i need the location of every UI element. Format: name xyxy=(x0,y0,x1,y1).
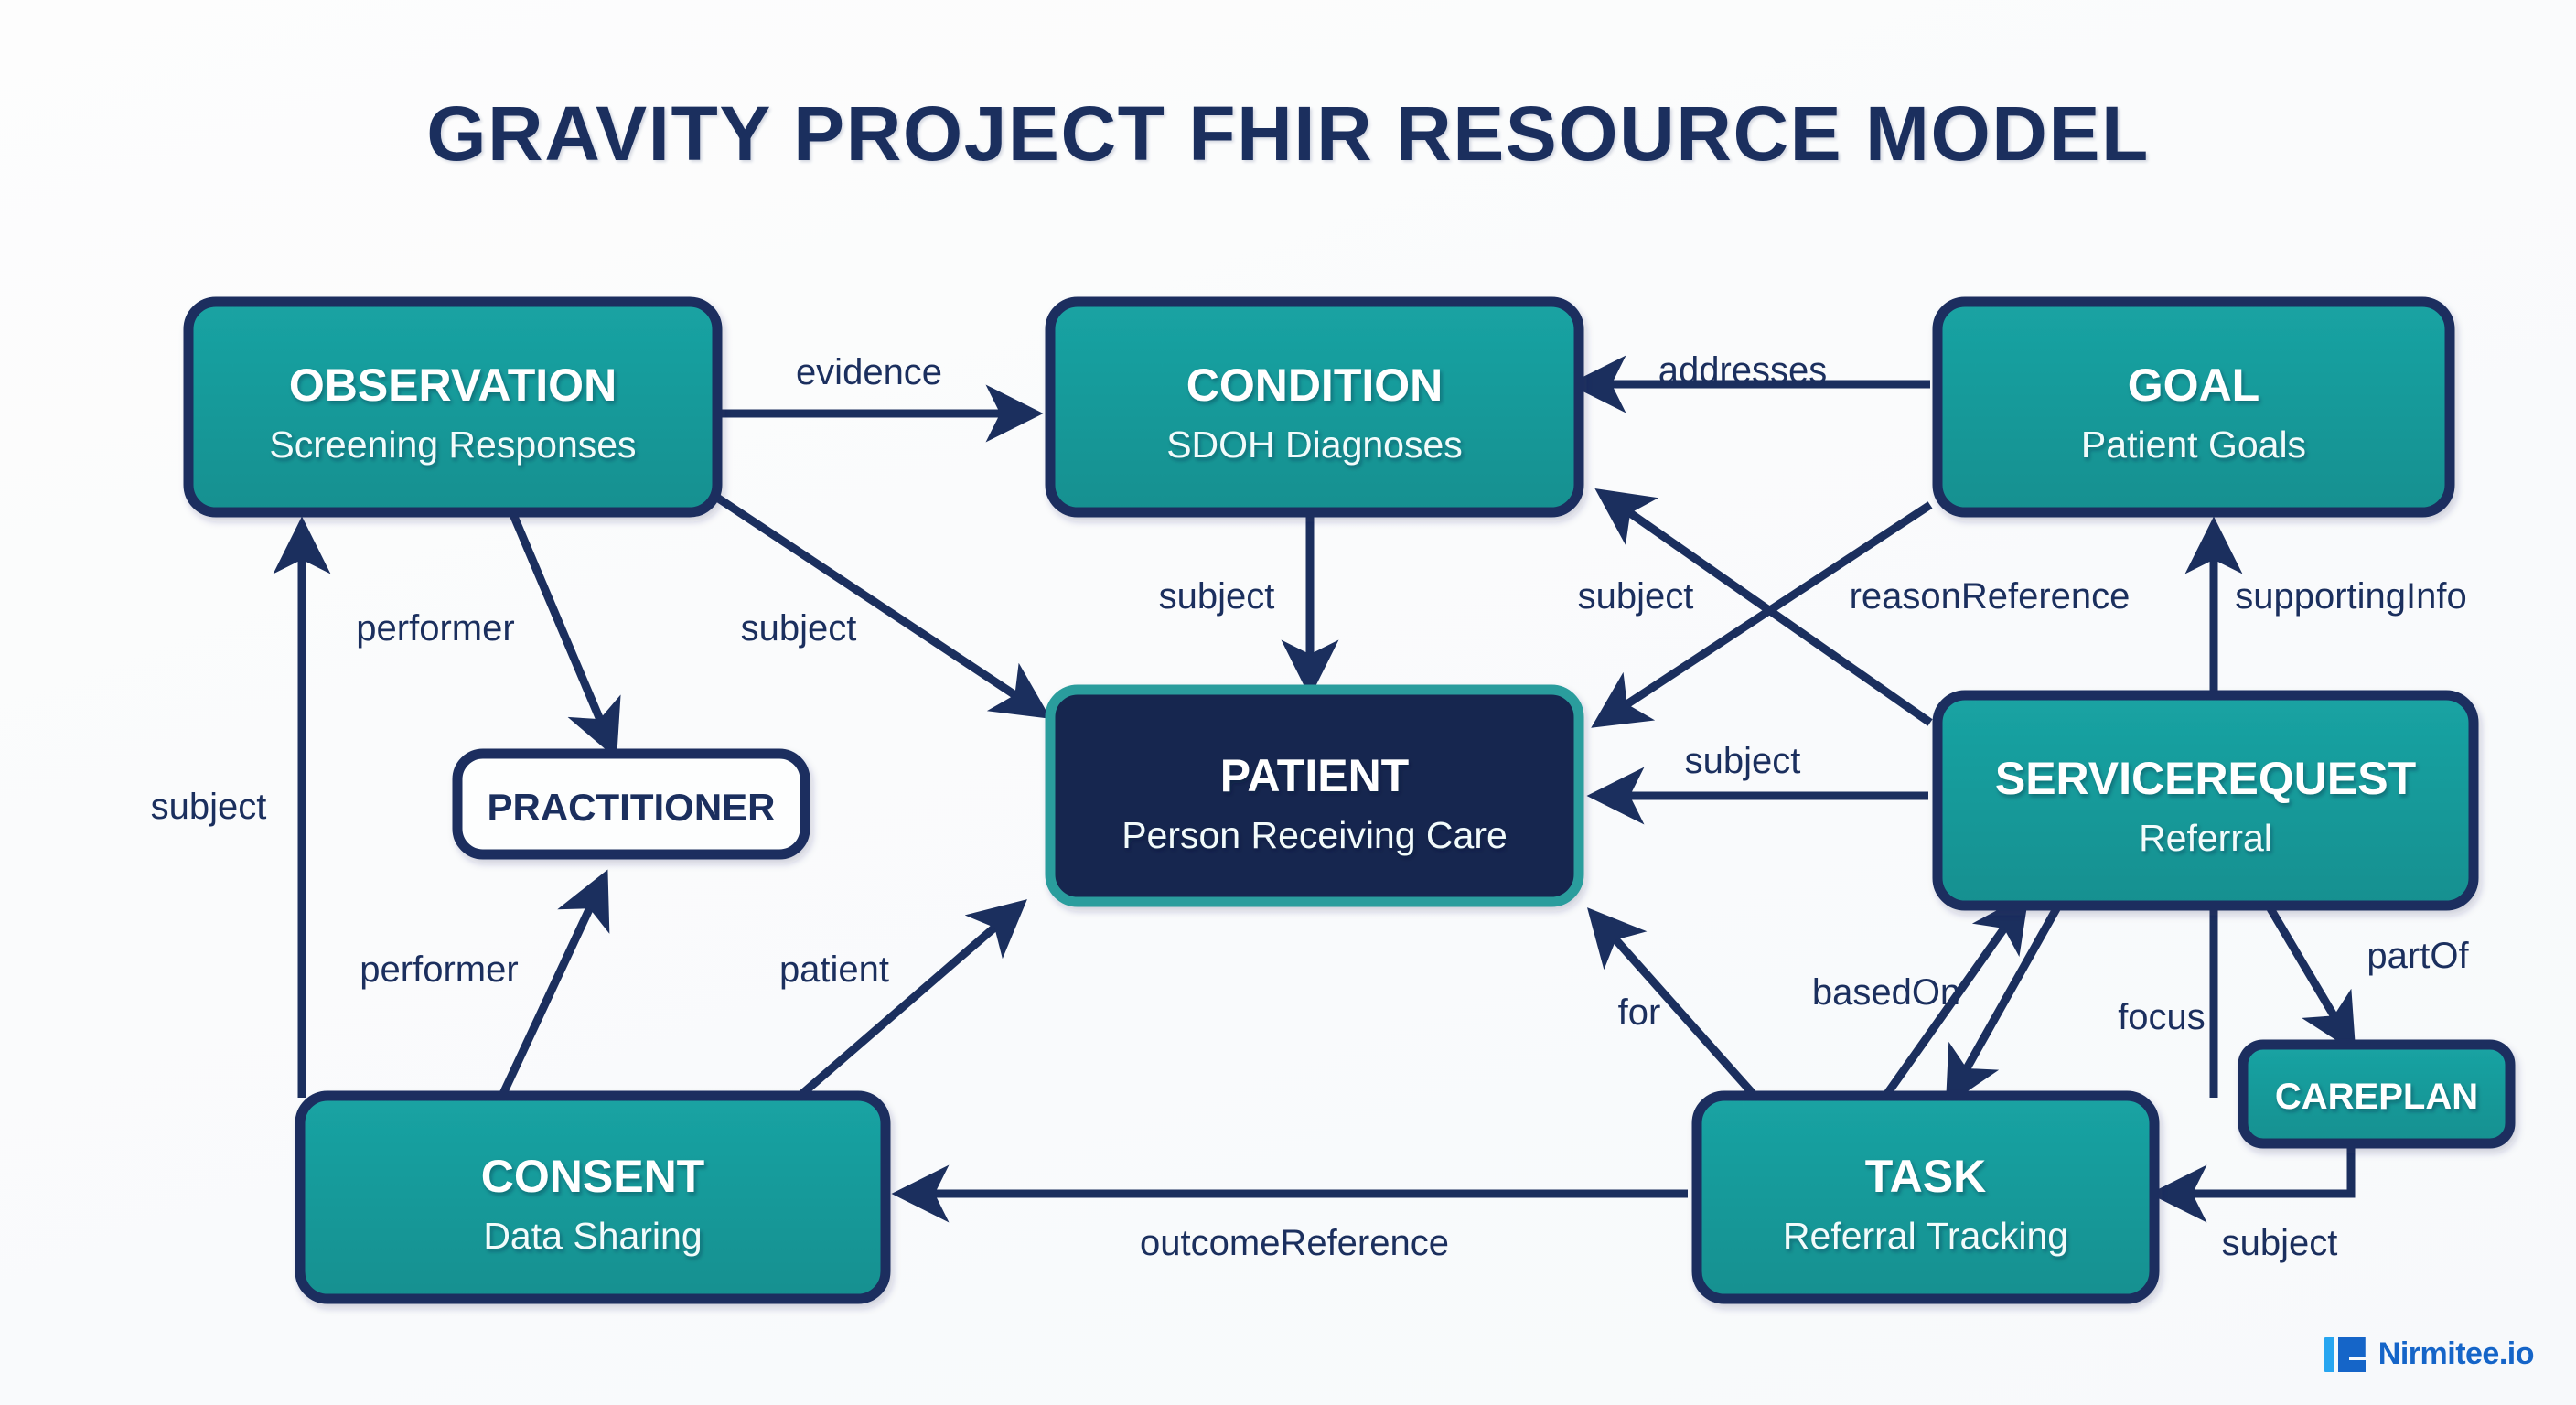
node-servicerequest-box[interactable] xyxy=(1932,690,2479,911)
edge-label-part-of: partOf xyxy=(2367,936,2469,976)
edge-label-focus: focus xyxy=(2118,997,2206,1037)
edge-label-layer: evidence addresses subject performer sub… xyxy=(151,350,2470,1263)
edge-label-addresses: addresses xyxy=(1658,350,1828,391)
node-goal[interactable]: GOAL Patient Goals xyxy=(1932,296,2455,518)
node-goal-box[interactable] xyxy=(1932,296,2455,518)
node-consent-title: CONSENT xyxy=(481,1151,704,1202)
brand-name: Nirmitee.io xyxy=(2377,1335,2535,1371)
edge-label-subject-sr-patient: subject xyxy=(1685,741,1801,781)
edge-servicerequest-task xyxy=(1945,903,2062,1107)
edge-label-outcome-reference: outcomeReference xyxy=(1140,1223,1449,1263)
node-task-box[interactable] xyxy=(1691,1090,2160,1304)
edge-consent-practitioner xyxy=(497,869,610,1099)
node-servicerequest-subtitle: Referral xyxy=(2139,817,2272,859)
nirmitee-logo-icon xyxy=(2324,1335,2366,1372)
node-observation-title: OBSERVATION xyxy=(289,359,617,411)
node-careplan[interactable]: CAREPLAN xyxy=(2238,1039,2516,1149)
node-patient[interactable]: PATIENT Person Receiving Care xyxy=(1045,684,1584,907)
edge-label-patient: patient xyxy=(779,949,889,990)
node-practitioner-title: PRACTITIONER xyxy=(488,786,776,829)
node-careplan-box[interactable] xyxy=(2238,1039,2516,1149)
edge-observation-patient xyxy=(709,490,1051,719)
node-task-subtitle: Referral Tracking xyxy=(1783,1215,2068,1257)
node-servicerequest[interactable]: SERVICEREQUEST Referral xyxy=(1932,690,2479,911)
edge-label-for: for xyxy=(1618,992,1661,1033)
edge-label-subject-careplan-task: subject xyxy=(2222,1223,2338,1263)
node-practitioner-box[interactable] xyxy=(452,748,810,860)
node-observation-subtitle: Screening Responses xyxy=(269,424,636,466)
logo-glyph-icon xyxy=(2337,1337,2366,1372)
edge-label-performer-top: performer xyxy=(356,608,514,649)
edge-label-subject-observation-patient: subject xyxy=(741,608,857,649)
node-patient-subtitle: Person Receiving Care xyxy=(1122,814,1508,856)
edge-servicerequest-careplan xyxy=(2265,903,2356,1054)
edge-task-servicerequest xyxy=(1881,893,2030,1100)
node-condition-title: CONDITION xyxy=(1186,359,1444,411)
edge-task-patient xyxy=(1587,907,1760,1100)
edge-layer xyxy=(273,355,2356,1223)
node-task[interactable]: TASK Referral Tracking xyxy=(1691,1090,2160,1304)
edge-label-subject-mid: subject xyxy=(1578,576,1694,617)
edge-label-supporting-info: supportingInfo xyxy=(2235,576,2467,617)
edge-careplan-task xyxy=(2149,1143,2356,1223)
node-observation[interactable]: OBSERVATION Screening Responses xyxy=(183,296,723,518)
node-patient-title: PATIENT xyxy=(1220,750,1409,801)
node-consent[interactable]: CONSENT Data Sharing xyxy=(295,1090,891,1304)
edge-label-performer-bottom: performer xyxy=(360,949,518,990)
node-condition-subtitle: SDOH Diagnoses xyxy=(1166,424,1463,466)
node-condition-box[interactable] xyxy=(1045,296,1584,518)
node-practitioner[interactable]: PRACTITIONER xyxy=(452,748,810,860)
logo-bar-icon xyxy=(2324,1337,2334,1372)
edge-label-evidence: evidence xyxy=(796,352,942,392)
node-servicerequest-title: SERVICEREQUEST xyxy=(1995,753,2416,804)
edge-label-subject-condition-patient: subject xyxy=(1159,576,1275,617)
node-careplan-title: CAREPLAN xyxy=(2275,1077,2478,1117)
node-observation-box[interactable] xyxy=(183,296,723,518)
edge-label-based-on: basedOn xyxy=(1812,972,1960,1013)
node-goal-title: GOAL xyxy=(2128,359,2259,411)
node-condition[interactable]: CONDITION SDOH Diagnoses xyxy=(1045,296,1584,518)
edge-consent-patient xyxy=(795,899,1027,1101)
node-task-title: TASK xyxy=(1865,1151,1986,1202)
node-consent-box[interactable] xyxy=(295,1090,891,1304)
node-consent-subtitle: Data Sharing xyxy=(483,1215,702,1257)
node-goal-subtitle: Patient Goals xyxy=(2081,424,2306,466)
edge-observation-practitioner xyxy=(508,510,621,759)
node-patient-box[interactable] xyxy=(1045,684,1584,907)
edge-goal-patient xyxy=(1591,501,1933,728)
edge-label-subject-left: subject xyxy=(151,787,267,827)
page-title: GRAVITY PROJECT FHIR RESOURCE MODEL xyxy=(426,91,2150,177)
edge-label-reason-reference: reasonReference xyxy=(1850,576,2131,617)
brand-logo: Nirmitee.io xyxy=(2324,1335,2535,1372)
